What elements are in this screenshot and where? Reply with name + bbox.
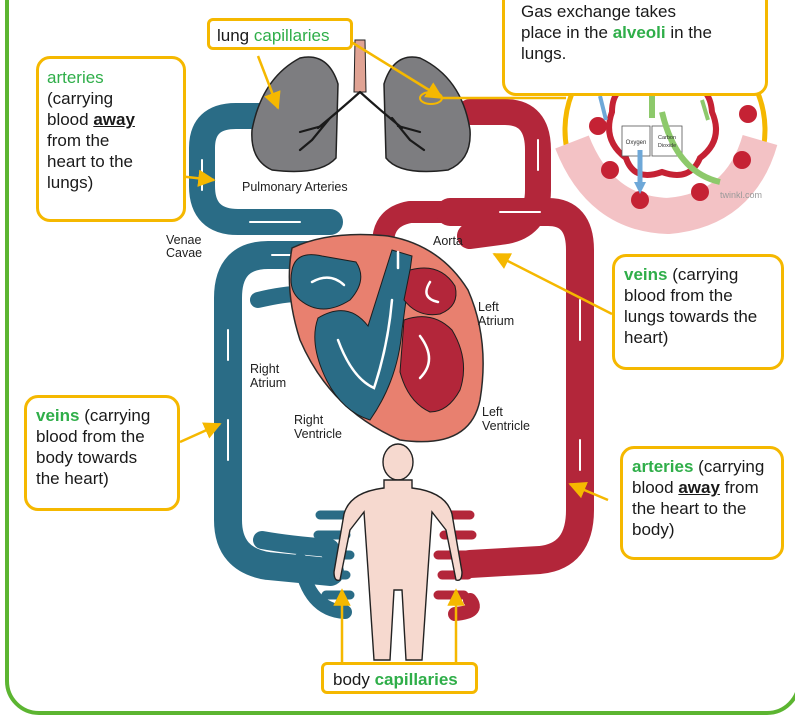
callout-lung-capillaries: lung capillaries [207, 18, 353, 50]
label-right-ventricle-2: Ventricle [294, 427, 342, 441]
inset-watermark: twinkl.com [720, 190, 762, 200]
label-left-ventricle-2: Ventricle [482, 419, 530, 433]
inset-label-dioxide: Dioxide [658, 143, 676, 149]
body-torso [334, 480, 462, 660]
body-head [383, 444, 413, 480]
label-right-ventricle-1: Right [294, 413, 323, 427]
label-right-atrium-1: Right [250, 362, 279, 376]
label-right-atrium-2: Atrium [250, 376, 286, 390]
gas-exchange-line1: Gas exchange takes [521, 1, 755, 22]
label-pulmonary-arteries: Pulmonary Arteries [242, 180, 348, 194]
lungs [252, 40, 470, 172]
heart [289, 235, 483, 442]
callout-veins-body: veins (carrying blood from the body towa… [24, 395, 180, 511]
right-lung [384, 57, 470, 171]
label-cavae: Cavae [166, 246, 202, 260]
alveoli-highlight: alveoli [613, 23, 666, 42]
label-left-atrium-2: Atrium [478, 314, 514, 328]
label-left-ventricle-1: Left [482, 405, 503, 419]
callout-gas-exchange: Gas exchange takes place in the alveoli … [502, 0, 768, 96]
callout-arteries-lungs: arteries (carrying blood away from the h… [36, 56, 186, 222]
callout-arteries-body: arteries (carrying blood away from the h… [620, 446, 784, 560]
label-aorta: Aorta [433, 234, 463, 248]
label-venae: Venae [166, 233, 201, 247]
inset-label-carbon: Carbon [658, 135, 676, 141]
inset-label-oxygen: Oxygen [626, 140, 647, 146]
gas-exchange-line3: lungs. [521, 43, 755, 64]
gas-exchange-line2: place in the alveoli in the [521, 22, 755, 43]
callout-veins-lungs: veins (carrying blood from the lungs tow… [612, 254, 784, 370]
label-left-atrium-1: Left [478, 300, 499, 314]
callout-body-capillaries: body capillaries [321, 662, 478, 694]
